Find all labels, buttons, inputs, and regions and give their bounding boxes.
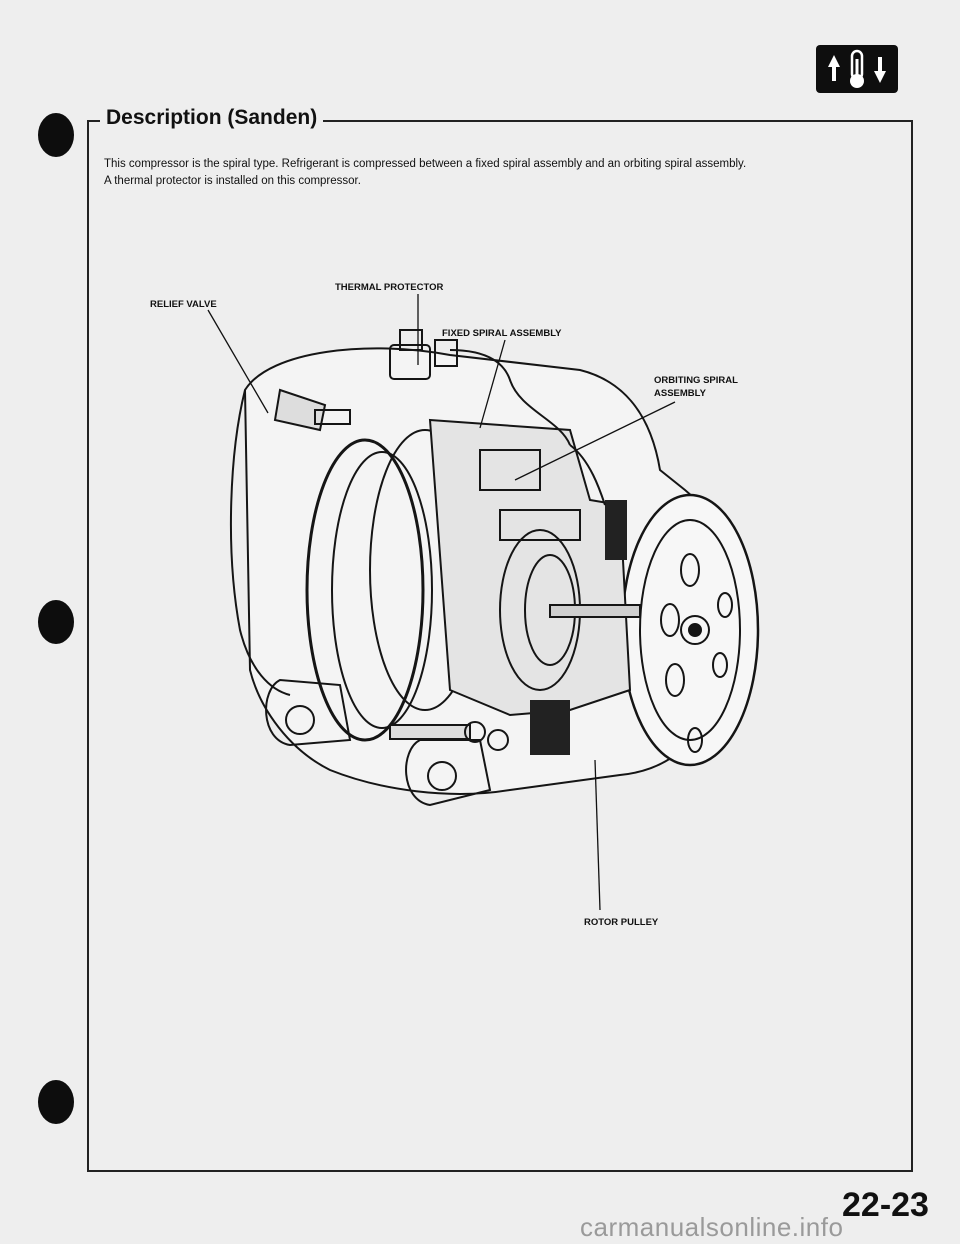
- label-orbiting-spiral-assembly: ORBITING SPIRAL: [654, 375, 738, 386]
- ac-thermometer-icon: [816, 45, 898, 93]
- description-line: This compressor is the spiral type. Refr…: [104, 158, 747, 170]
- label-relief-valve: RELIEF VALVE: [150, 299, 217, 310]
- label-thermal-protector: THERMAL PROTECTOR: [335, 282, 444, 293]
- compressor-illustration: THERMAL PROTECTOR RELIEF VALVE FIXED SPI…: [150, 282, 760, 928]
- label-fixed-spiral-assembly: FIXED SPIRAL ASSEMBLY: [442, 328, 562, 339]
- binding-hole: [38, 600, 74, 644]
- page-frame: [87, 120, 913, 1172]
- watermark: carmanualsonline.info: [580, 1212, 844, 1242]
- label-rotor-pulley: ROTOR PULLEY: [584, 917, 659, 928]
- binding-hole: [38, 1080, 74, 1124]
- page-title: Description (Sanden): [106, 106, 318, 129]
- binding-hole: [38, 113, 74, 157]
- description-text: This compressor is the spiral type. Refr…: [104, 156, 894, 190]
- page-number: 22-23: [842, 1186, 929, 1224]
- description-line: A thermal protector is installed on this…: [104, 175, 361, 187]
- section-heading: Description (Sanden): [100, 106, 324, 130]
- title-rule: [87, 120, 100, 122]
- label-orbiting-spiral-assembly: ASSEMBLY: [654, 388, 707, 399]
